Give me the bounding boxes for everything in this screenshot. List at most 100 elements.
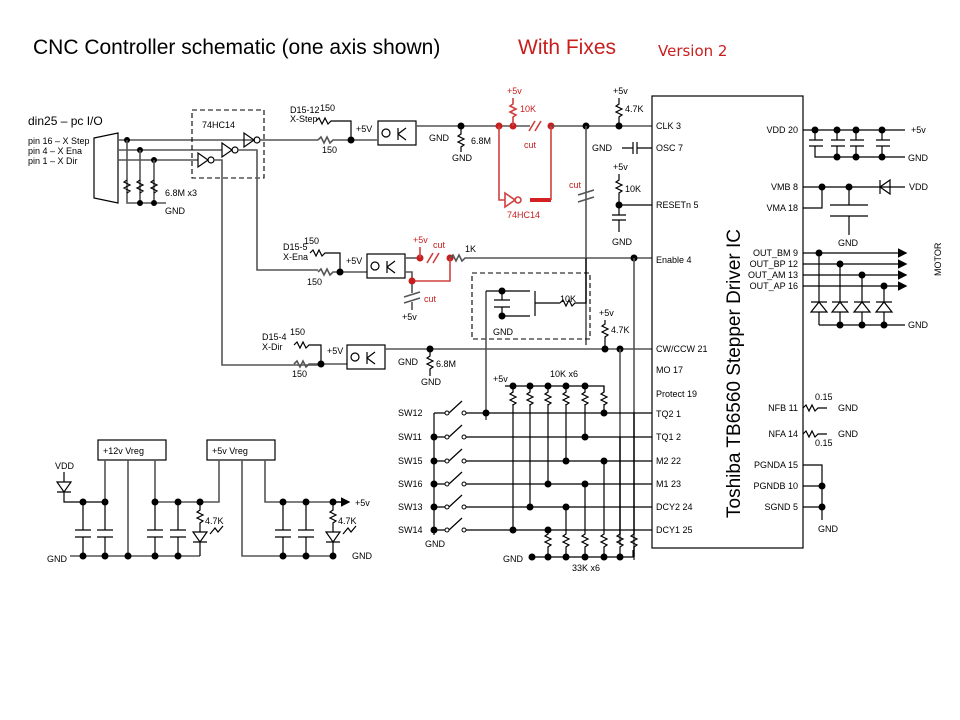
cw-pullup: 4.7K — [611, 325, 630, 335]
title-version: Version 2 — [658, 42, 727, 60]
ena-fix-v: +5v — [413, 235, 428, 245]
ic-right-pin: VMB 8 — [771, 182, 798, 192]
vdd-gnd: GND — [908, 153, 929, 163]
switch-contact — [461, 527, 467, 533]
led-5v-icon — [324, 502, 342, 556]
junction — [151, 498, 159, 506]
ic-left-pin: TQ2 1 — [656, 409, 681, 419]
led1-resistor: 4.7K — [205, 516, 224, 526]
ic-left-pin: Enable 4 — [656, 255, 692, 265]
sw-pullups-label: 10K x6 — [550, 369, 578, 379]
ic-right-pin: SGND 5 — [764, 502, 798, 512]
inverter-icon — [221, 141, 234, 159]
pgnd-label: GND — [818, 524, 839, 534]
switch-contact — [461, 481, 467, 487]
junction — [544, 526, 552, 534]
junction — [174, 552, 182, 560]
junction — [600, 457, 608, 465]
optocoupler-enable — [366, 253, 406, 279]
clk-pullup-v: +5v — [613, 86, 628, 96]
junction — [616, 553, 624, 561]
diode-icon — [878, 178, 891, 196]
pulldown-resistor — [599, 461, 609, 557]
connector-pin-dir: pin 1 – X Dir — [28, 156, 78, 166]
ena-series-resistor: 1K — [465, 244, 476, 254]
junction — [600, 553, 608, 561]
ic-left-pin: Protect 19 — [656, 389, 697, 399]
ic-right-pin: OUT_BM 9 — [753, 248, 798, 258]
pullup-resistor — [599, 386, 609, 406]
ena-cut-cap-icon — [403, 284, 421, 310]
dir-net: D15-4 — [262, 332, 287, 342]
nfa-resistor: 0.15 — [815, 438, 833, 448]
junction — [174, 498, 182, 506]
ic-right-pin: VMA 18 — [766, 203, 798, 213]
osc-gnd: GND — [592, 143, 613, 153]
flyback-diode-icon — [874, 286, 894, 325]
ena-r2-value: 150 — [307, 277, 322, 287]
power-vdd: VDD — [55, 461, 75, 471]
filter-capacitor-icon — [298, 502, 314, 556]
junction — [279, 552, 287, 560]
switch-icon[interactable] — [434, 400, 652, 414]
cw-resistor: 10K — [560, 294, 576, 304]
connector-pin-step: pin 16 – X Step — [28, 136, 90, 146]
fix-pullup-v: +5v — [507, 86, 522, 96]
dir-pulldown-gnd: GND — [421, 377, 442, 387]
ic-right-pin: PGNDA 15 — [754, 460, 798, 470]
ena-r1-value: 150 — [304, 236, 319, 246]
nfb-resistor: 0.15 — [815, 392, 833, 402]
ic-right-pin: OUT_AM 13 — [748, 270, 798, 280]
junction — [581, 553, 589, 561]
regulator-5v — [206, 439, 276, 461]
flyback-diode-icon — [809, 253, 829, 325]
clk-pullup-value: 4.7K — [625, 104, 644, 114]
ena-cap-v: +5v — [402, 312, 417, 322]
reset-v: +5v — [613, 162, 628, 172]
ena-net: D15-5 — [283, 242, 308, 252]
filter-capacitor-icon — [275, 502, 291, 556]
step-pulldown: 6.8M — [471, 136, 491, 146]
regulator-12v — [97, 439, 167, 461]
ic-right-pin: PGNDB 10 — [753, 481, 798, 491]
reset-gnd: GND — [612, 237, 633, 247]
step-net: D15-12 — [290, 105, 320, 115]
dir-opto-gnd: GND — [398, 357, 419, 367]
junction — [79, 498, 87, 506]
junction — [302, 552, 310, 560]
junction — [581, 480, 589, 488]
fix-pullup-value: 10K — [520, 104, 536, 114]
reset-pullup: 10K — [625, 184, 641, 194]
switch-label: SW14 — [398, 525, 423, 535]
dir-pulldown: 6.8M — [436, 359, 456, 369]
switch-label: SW13 — [398, 502, 423, 512]
pullup-resistor — [525, 386, 535, 406]
led-12v-icon — [191, 502, 209, 556]
switch-contact — [461, 458, 467, 464]
switch-contact — [444, 504, 450, 510]
pullup-resistor — [508, 386, 518, 406]
switch-gnd: GND — [425, 539, 446, 549]
power-out5: +5v — [355, 498, 370, 508]
junction — [302, 498, 310, 506]
nfb-gnd: GND — [838, 403, 859, 413]
junction — [562, 503, 570, 511]
pulldown-gnd: GND — [503, 554, 524, 564]
dir-r1-value: 150 — [290, 327, 305, 337]
junction — [279, 498, 287, 506]
switch-contact — [444, 458, 450, 464]
junction — [544, 553, 552, 561]
flyback-diode-icon — [830, 264, 850, 325]
tb6560-ic — [651, 95, 804, 549]
ic-name: Toshiba TB6560 Stepper Driver IC — [724, 229, 745, 518]
switch-label: SW11 — [398, 432, 422, 442]
ic-left-pin: OSC 7 — [656, 143, 683, 153]
title-fixes: With Fixes — [518, 36, 616, 59]
din25-connector: din25 – pc I/O pin 16 – X Step pin 4 – X… — [28, 114, 119, 204]
vdd-rail: +5v — [911, 125, 926, 135]
reg5-label: +5v Vreg — [212, 446, 248, 456]
ic-left-pin: M1 23 — [656, 479, 681, 489]
reset-capacitor-icon — [612, 214, 626, 232]
ic-left-pin: TQ1 2 — [656, 432, 681, 442]
